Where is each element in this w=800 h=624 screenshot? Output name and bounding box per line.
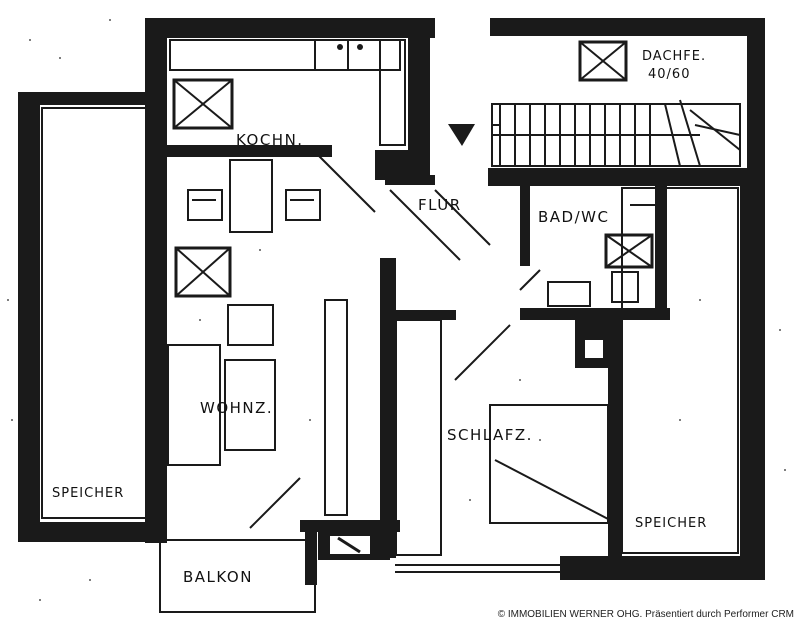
living-window-icon — [174, 246, 232, 298]
label-dormer: DACHFE. — [642, 49, 706, 64]
left-storage-inner — [41, 107, 151, 519]
dining-table — [187, 159, 321, 233]
right-storage-inner — [621, 187, 739, 554]
label-dormer-size: 40/60 — [648, 67, 690, 82]
label-storage-left: SPEICHER — [52, 486, 124, 501]
stair-direction-arrow-icon — [448, 124, 475, 146]
label-living: WOHNZ. — [200, 399, 273, 417]
chimney-icon — [318, 530, 390, 560]
label-balcony: BALKON — [183, 568, 253, 586]
copyright-notice: © IMMOBILIEN WERNER OHG. Präsentiert dur… — [497, 609, 794, 620]
label-bath: BAD/WC — [538, 208, 609, 226]
living-furniture — [167, 299, 348, 516]
bath-window-icon — [604, 233, 654, 269]
kitchen-window-icon — [172, 78, 234, 130]
label-storage-right: SPEICHER — [635, 516, 707, 531]
bath-fixtures — [547, 204, 655, 307]
interior-walls — [152, 30, 748, 558]
label-hall: FLUR — [418, 196, 462, 214]
door-swings — [249, 151, 611, 529]
label-bedroom: SCHLAFZ. — [447, 426, 533, 444]
kitchen-counter — [169, 39, 406, 146]
label-kitchen: KOCHN. — [236, 131, 304, 149]
staircase — [491, 99, 741, 167]
bedroom-wardrobe — [395, 319, 609, 556]
balcony-outline — [159, 539, 560, 613]
dormer-window-icon — [578, 40, 628, 82]
